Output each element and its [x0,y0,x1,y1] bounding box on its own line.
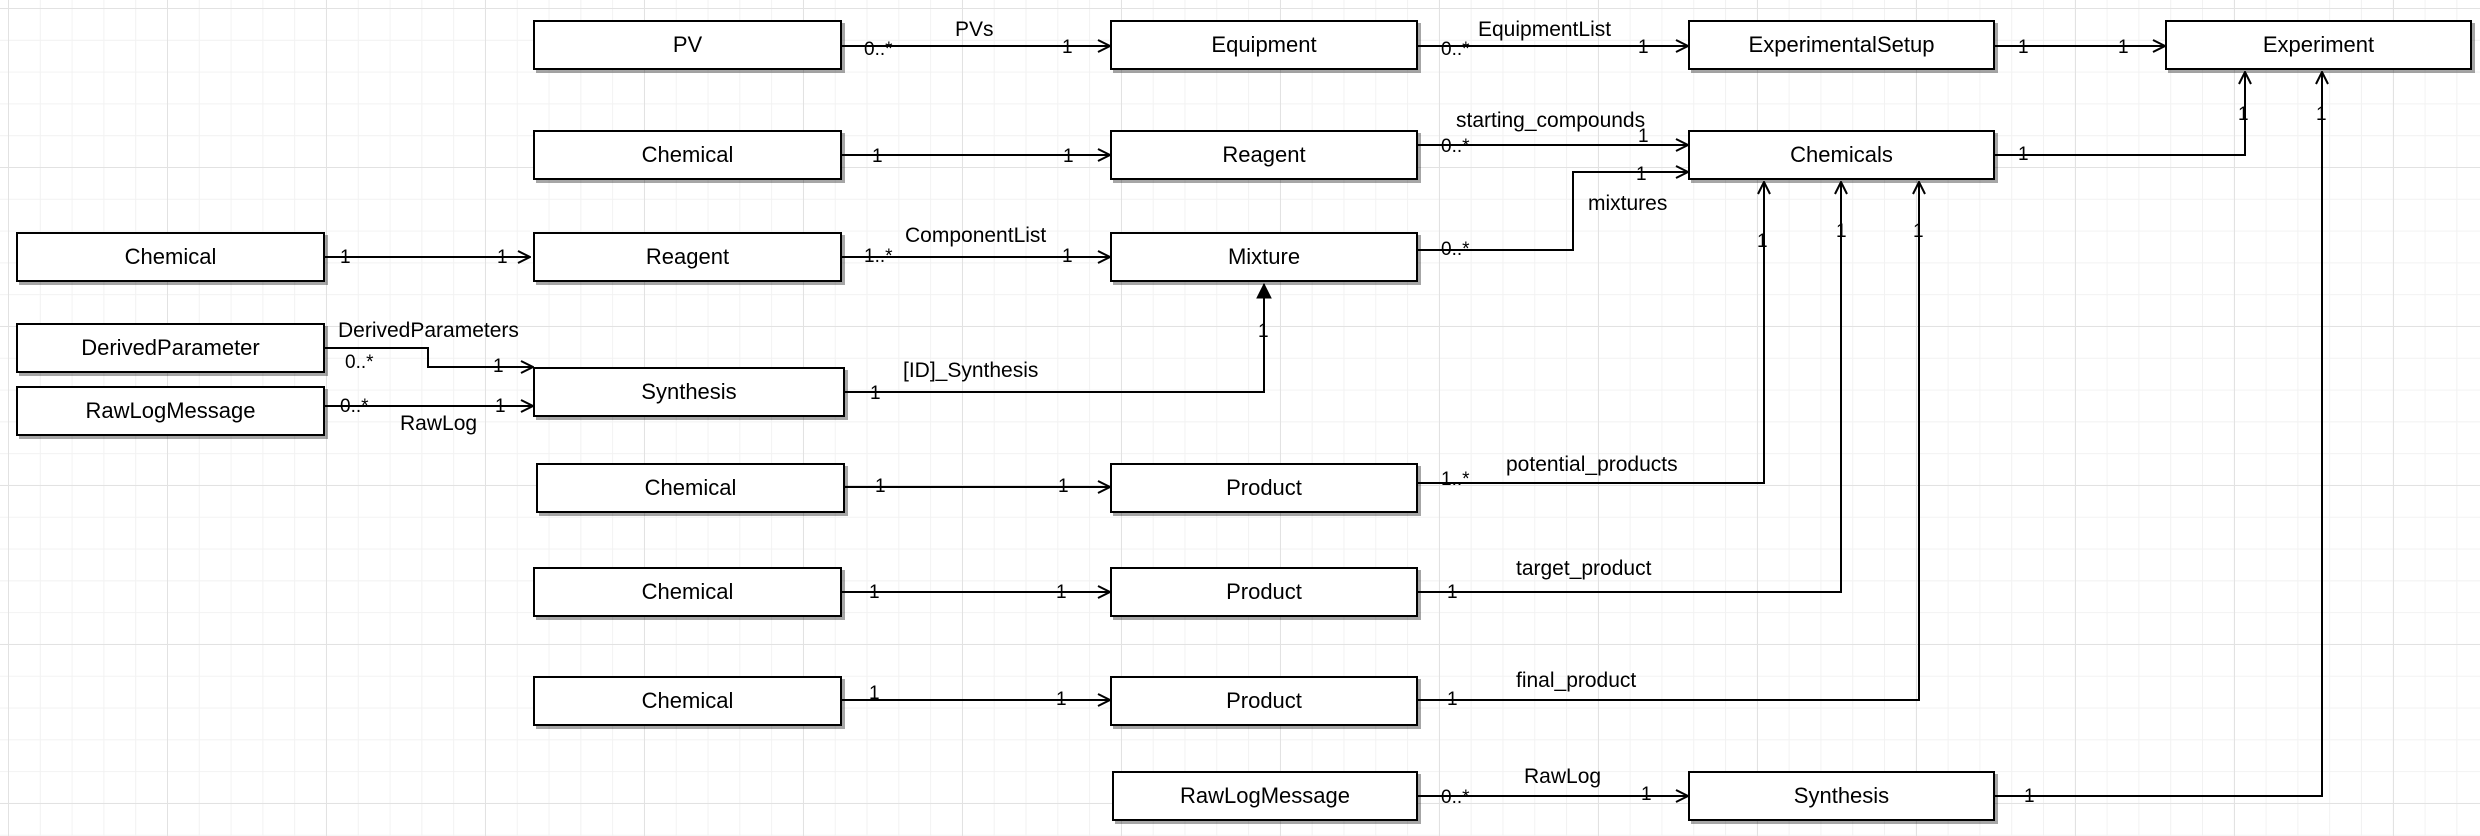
multiplicity-setup-src: 1 [2018,37,2029,58]
class-reagent-2[interactable]: Reagent [533,232,842,282]
edge-chemicals-experiment [1995,72,2245,156]
edge-synthesis-experiment [1995,72,2322,797]
edge-label-id-synthesis: [ID]_Synthesis [903,359,1039,382]
multiplicity-synthesis-2-dst: 1 [2316,104,2327,125]
edge-synthesis-mixture [845,284,1264,393]
multiplicity-product-3-src: 1 [1447,689,1458,710]
class-mixture[interactable]: Mixture [1110,232,1418,282]
edge-label-final-product: final_product [1516,669,1637,692]
edge-label-equipment-list: EquipmentList [1478,18,1612,41]
class-chemical-2[interactable]: Chemical [16,232,325,282]
multiplicity-product-1-src: 1..* [1441,469,1470,490]
multiplicity-mixture-dst: 1 [1636,164,1647,185]
edge-product-chemicals-final [1418,182,1919,701]
edge-derivedparameter-synthesis [325,347,533,367]
multiplicity-product-3-dst: 1 [1913,221,1924,242]
multiplicity-product-1-dst: 1 [1757,231,1768,252]
edge-label-mixtures: mixtures [1588,192,1668,215]
multiplicity-equipment-dst: 1 [1638,37,1649,58]
edge-label-potential-products: potential_products [1506,453,1678,476]
class-synthesis-2[interactable]: Synthesis [1688,771,1995,821]
multiplicity-equipment-src: 0..* [1441,39,1470,60]
class-chemical-3[interactable]: Chemical [536,463,845,513]
multiplicity-rawlog-2-dst: 1 [1641,784,1652,805]
class-experiment[interactable]: Experiment [2165,20,2472,70]
multiplicity-chemical-3-dst: 1 [1058,476,1069,497]
class-raw-log-message-2[interactable]: RawLogMessage [1112,771,1418,821]
edge-label-starting-compounds: starting_compounds [1456,109,1646,132]
edge-label-raw-log-2: RawLog [1524,765,1602,788]
multiplicity-synthesis-1-src: 1 [870,383,881,404]
class-chemical-4[interactable]: Chemical [533,567,842,617]
multiplicity-product-2-dst: 1 [1836,221,1847,242]
class-reagent-1[interactable]: Reagent [1110,130,1418,180]
edge-mixture-chemicals [1418,172,1688,251]
multiplicity-chemical-2-dst: 1 [497,247,508,268]
multiplicity-chemicals-dst: 1 [2238,104,2249,125]
class-chemical-1[interactable]: Chemical [533,130,842,180]
multiplicity-derived-src: 0..* [345,352,374,373]
class-equipment[interactable]: Equipment [1110,20,1418,70]
multiplicity-product-2-src: 1 [1447,582,1458,603]
class-chemicals[interactable]: Chemicals [1688,130,1995,180]
class-chemical-5[interactable]: Chemical [533,676,842,726]
edge-label-raw-log-1: RawLog [400,412,478,435]
multiplicity-pv-dst: 1 [1062,37,1073,58]
class-product-3[interactable]: Product [1110,676,1418,726]
multiplicity-chemical-5-dst: 1 [1056,689,1067,710]
multiplicity-chemical-4-src: 1 [869,582,880,603]
multiplicity-chemical-3-src: 1 [875,476,886,497]
multiplicity-rawlog-1-dst: 1 [495,396,506,417]
class-derived-parameter[interactable]: DerivedParameter [16,323,325,373]
class-synthesis-1[interactable]: Synthesis [533,367,845,417]
multiplicity-setup-dst: 1 [2118,37,2129,58]
multiplicity-chemical-4-dst: 1 [1056,582,1067,603]
class-experimental-setup[interactable]: ExperimentalSetup [1688,20,1995,70]
class-pv[interactable]: PV [533,20,842,70]
multiplicity-chemicals-src: 1 [2018,144,2029,165]
multiplicity-chemical-1-dst: 1 [1063,146,1074,167]
multiplicity-synthesis-1-dst: 1 [1258,321,1269,342]
edge-label-pvs: PVs [955,18,994,41]
class-raw-log-message-1[interactable]: RawLogMessage [16,386,325,436]
class-product-1[interactable]: Product [1110,463,1418,513]
multiplicity-reagent-2-src: 1..* [864,246,893,267]
multiplicity-chemical-1-src: 1 [872,146,883,167]
edge-product-chemicals-potential [1418,182,1764,484]
multiplicity-rawlog-1-src: 0..* [340,396,369,417]
multiplicity-rawlog-2-src: 0..* [1441,787,1470,808]
multiplicity-mixture-src: 0..* [1441,239,1470,260]
class-product-2[interactable]: Product [1110,567,1418,617]
multiplicity-pv-src: 0..* [864,39,893,60]
multiplicity-reagent-1-src: 0..* [1441,136,1470,157]
multiplicity-synthesis-2-src: 1 [2024,786,2035,807]
multiplicity-chemical-2-src: 1 [340,247,351,268]
multiplicity-chemical-5-src: 1 [869,683,880,704]
multiplicity-reagent-2-dst: 1 [1062,246,1073,267]
edge-product-chemicals-target [1418,182,1841,593]
multiplicity-derived-dst: 1 [493,356,504,377]
edge-label-target-product: target_product [1516,557,1652,580]
edge-label-component-list: ComponentList [905,224,1047,247]
edge-label-derived-parameters: DerivedParameters [338,319,519,342]
multiplicity-reagent-1-dst: 1 [1638,126,1649,147]
